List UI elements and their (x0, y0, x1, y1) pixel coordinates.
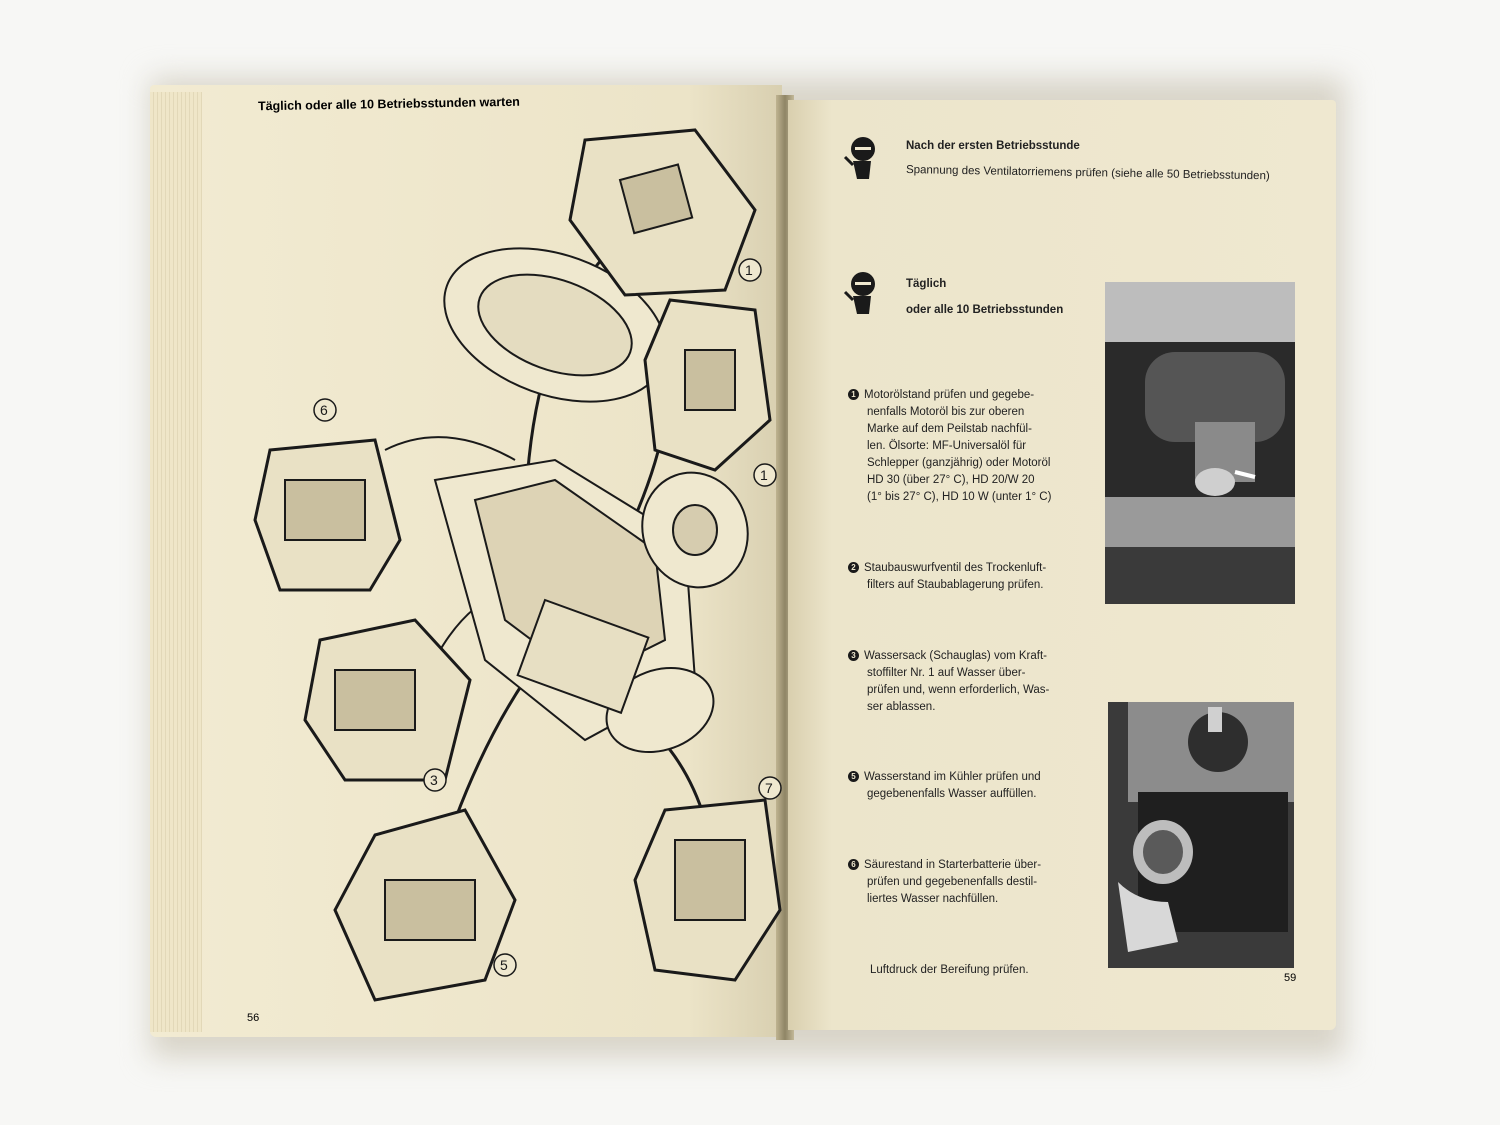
mascot-icon (843, 272, 875, 314)
callout-1b: 1 (760, 467, 768, 483)
radiator-photo (1108, 702, 1294, 968)
callout-6: 6 (320, 402, 328, 418)
callout-1: 1 (745, 262, 753, 278)
section2-title-line2: oder alle 10 Betriebsstunden (906, 304, 1064, 316)
engine-oil-photo (1105, 282, 1295, 604)
left-page-number: 56 (247, 1012, 260, 1024)
mascot-icon (843, 137, 875, 179)
item-number-badge: 5 (848, 771, 859, 782)
section2-title-line1: Täglich (906, 278, 947, 290)
item-number-badge: 6 (848, 859, 859, 870)
item-number-badge: 1 (848, 389, 859, 400)
footer-text: Luftdruck der Bereifung prüfen. (870, 964, 1029, 976)
section1-title: Nach der ersten Betriebsstunde (906, 140, 1080, 152)
page-edges (150, 92, 202, 1032)
callout-5: 5 (500, 957, 508, 973)
item-number-badge: 3 (848, 650, 859, 661)
callout-7: 7 (765, 780, 773, 796)
item-number-badge: 2 (848, 562, 859, 573)
callout-3: 3 (430, 772, 438, 788)
right-page-number: 59 (1284, 972, 1297, 984)
tractor-maintenance-illustration: 1 6 1 3 7 5 (253, 128, 782, 1002)
